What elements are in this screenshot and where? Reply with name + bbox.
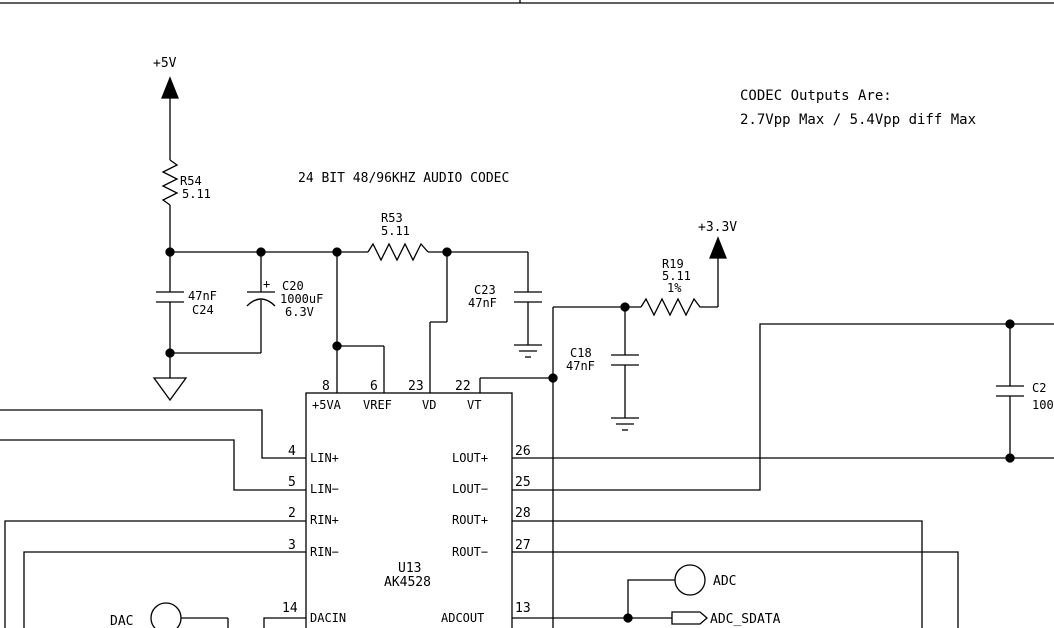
capacitor-c20: + C20 1000uF 6.3V [246, 252, 323, 353]
ground-triangle-icon [152, 377, 188, 402]
pin-name: DACIN [310, 611, 346, 625]
c20-voltage: 6.3V [285, 305, 314, 319]
p5v-supply: +5V [153, 56, 179, 160]
pin-name: LOUT− [452, 482, 488, 496]
input-nets [0, 409, 306, 628]
pin-num: 25 [515, 475, 531, 490]
c20-plus-icon: + [263, 277, 270, 291]
r19-value: 5.11 [662, 269, 691, 283]
pin-num: 22 [455, 379, 471, 394]
p5v-arrow-icon [161, 76, 179, 99]
pin-name: LOUT+ [452, 451, 488, 465]
c20-ref: C20 [282, 279, 304, 293]
resistor-r54-zigzag-icon [161, 159, 179, 206]
pin-name: RIN− [310, 545, 339, 559]
pin-name: ROUT− [452, 545, 488, 559]
pin-num: 27 [515, 538, 531, 553]
pin-num: 5 [288, 475, 296, 490]
dac-net: DAC [110, 602, 229, 628]
outputs-note-line1: CODEC Outputs Are: [740, 88, 892, 104]
p3v3-label: +3.3V [698, 220, 737, 235]
pin-num: 6 [370, 379, 378, 394]
c18-ref: C18 [570, 346, 592, 360]
adc-test-point-icon [674, 564, 706, 596]
pin-name: VT [467, 398, 481, 412]
pin-name: ROUT+ [452, 513, 488, 527]
pin-name: ADCOUT [441, 611, 484, 625]
c24-value: 47nF [188, 289, 217, 303]
junction [548, 373, 558, 383]
adc-sdata-offpage-connector-icon [671, 611, 708, 625]
adc-label: ADC [713, 574, 736, 589]
pin-num: 26 [515, 444, 531, 459]
pin-name: LIN+ [310, 451, 339, 465]
c20-value: 1000uF [280, 292, 323, 306]
pin-name: VREF [363, 398, 392, 412]
ground-symbol-analog [152, 353, 188, 402]
r19-tolerance: 1% [667, 281, 682, 295]
ic-u13: U13 AK4528 8 +5VA 6 VREF 23 VD 22 VT 4 L… [282, 379, 531, 628]
outputs-note-line2: 2.7Vpp Max / 5.4Vpp diff Max [740, 112, 976, 128]
pin-num: 3 [288, 538, 296, 553]
adc-sdata-label: ADC_SDATA [710, 612, 781, 627]
resistor-r19-zigzag-icon [640, 297, 718, 317]
resistor-r54: R54 5.11 [161, 159, 211, 252]
capacitor-c18: C18 47nF [566, 307, 639, 431]
junction [623, 613, 633, 623]
junction [332, 341, 342, 351]
pin-num: 14 [282, 601, 298, 616]
r53-ref: R53 [381, 211, 403, 225]
ic-ref: U13 [398, 561, 421, 576]
pin-num: 23 [408, 379, 424, 394]
r19-ref: R19 [662, 257, 684, 271]
adc-net: ADC ADC_SDATA [512, 564, 781, 627]
c24-ref: C24 [192, 303, 214, 317]
p3v3-supply: +3.3V [698, 220, 737, 307]
p3v3-arrow-icon [709, 236, 727, 259]
pin-name: +5VA [312, 398, 342, 412]
resistor-r19: R19 5.11 1% [640, 257, 718, 317]
p5v-label: +5V [153, 56, 177, 71]
c23-value: 47nF [468, 296, 497, 310]
pin-name: VD [422, 398, 436, 412]
c2x-ref: C2 [1032, 381, 1046, 395]
c2x-value: 100 [1032, 398, 1054, 412]
pin-num: 2 [288, 506, 296, 521]
c23-ref: C23 [474, 283, 496, 297]
r53-value: 5.11 [381, 224, 410, 238]
capacitor-c23: C23 47nF [468, 252, 542, 358]
pin-num: 28 [515, 506, 531, 521]
ic-part: AK4528 [384, 575, 431, 590]
capacitor-c2x: C2 100 [996, 324, 1054, 458]
capacitor-c24: 47nF C24 [156, 252, 217, 353]
pin-name: LIN− [310, 482, 339, 496]
notes: 24 BIT 48/96KHZ AUDIO CODEC CODEC Output… [298, 88, 976, 186]
pin-name: RIN+ [310, 513, 339, 527]
dac-label: DAC [110, 614, 133, 628]
r54-value: 5.11 [182, 187, 211, 201]
c18-value: 47nF [566, 359, 595, 373]
dac-test-point-icon [150, 602, 182, 628]
pin-num: 13 [515, 601, 531, 616]
resistor-r53: R53 5.11 [367, 211, 429, 262]
codec-title: 24 BIT 48/96KHZ AUDIO CODEC [298, 171, 509, 186]
output-nets [512, 319, 1054, 628]
r54-ref: R54 [180, 174, 202, 188]
resistor-r53-zigzag-icon [367, 242, 429, 262]
ic-u13-body [305, 392, 513, 628]
pin-num: 8 [322, 379, 330, 394]
pin-num: 4 [288, 444, 296, 459]
